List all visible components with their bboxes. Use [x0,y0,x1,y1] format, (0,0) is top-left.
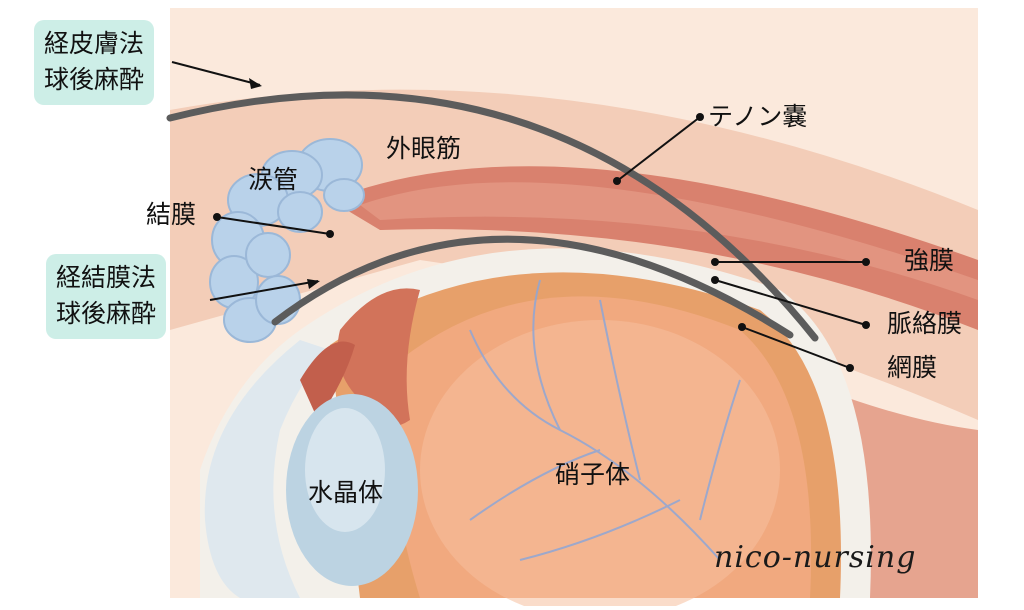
arrow-heads [249,78,320,289]
label-conjunctiva: 結膜 [146,200,197,229]
label-lacrimal: 涙管 [248,165,299,194]
label-retina: 網膜 [887,353,938,382]
label-lens: 水晶体 [308,478,384,507]
callout-transconj-line1: 経結膜法 [56,263,157,292]
leader-dots [213,113,870,372]
iris [300,341,355,420]
callout-transconjunctival-retrobulbar: 経結膜法 球後麻酔 [46,254,167,339]
transconjunctival-needle-path [271,235,794,339]
label-vitreous: 硝子体 [555,460,631,489]
ciliary-body [337,288,420,427]
watermark: nico-nursing [714,540,917,575]
leader-lines [171,61,867,369]
label-sclera: 強膜 [904,246,955,275]
label-choroid: 脈絡膜 [887,309,963,338]
lacrimal-gland [209,138,365,343]
cornea [204,340,330,598]
callout-percutaneous-line2: 球後麻酔 [44,65,145,95]
callout-percutaneous-retrobulbar: 経皮膚法 球後麻酔 [34,20,155,105]
label-tenon: テノン嚢 [708,102,808,131]
percutaneous-needle-path [166,91,819,342]
callout-transconj-line2: 球後麻酔 [56,299,157,329]
callout-percutaneous-line1: 経皮膚法 [44,29,145,58]
lens-highlight [305,408,385,532]
label-extraocular-muscle: 外眼筋 [386,134,462,163]
extraocular-muscle-highlight [360,182,978,300]
retinal-vessels [469,279,741,561]
